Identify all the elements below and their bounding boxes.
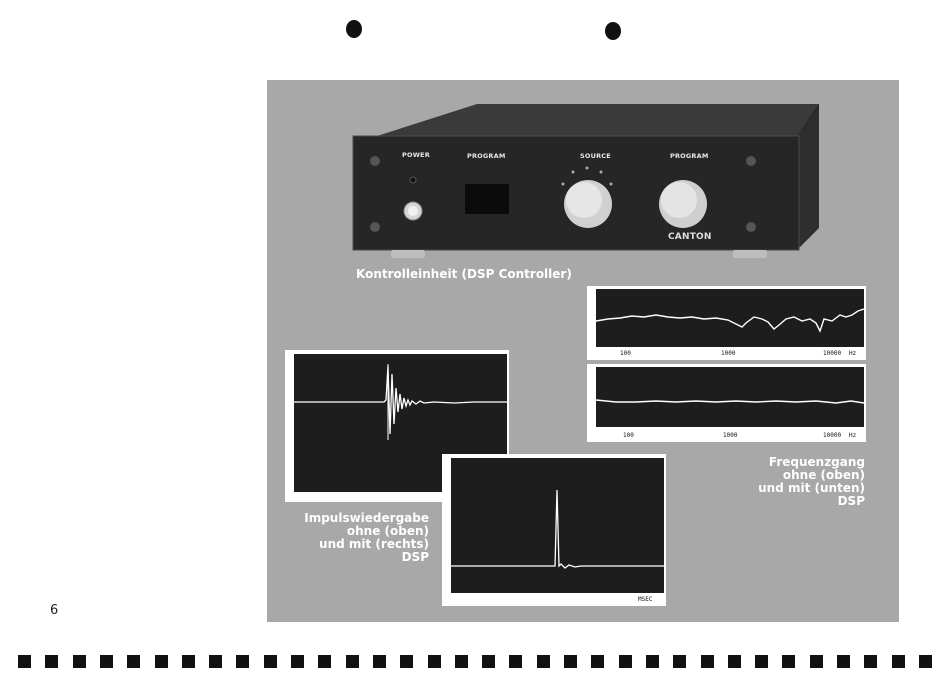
photo-panel: POWER PROGRAM SOURCE PROGRAM CANTON Kont… (267, 80, 899, 622)
freq-tick-10000: 10000 (823, 432, 842, 439)
binding-hole (809, 655, 823, 668)
binding-hole (45, 655, 59, 668)
binding-hole (345, 655, 359, 668)
binding-hole (18, 655, 31, 668)
impulse-caption-line: ohne (oben) (346, 524, 429, 538)
binding-hole (263, 655, 277, 668)
freq-tick-1000: 1000 (723, 432, 738, 439)
freq-tick-unit: Hz (849, 350, 857, 357)
impulse-caption-line: und mit (rechts) (319, 537, 429, 551)
binding-hole (72, 655, 86, 668)
freq-screen-top (595, 289, 865, 347)
binding-hole (564, 655, 577, 668)
impulse-scope-with-dsp: MSEC (442, 454, 666, 606)
source-label: SOURCE (580, 152, 611, 160)
binding-hole (891, 655, 905, 668)
binding-hole (782, 655, 796, 668)
binding-hole (318, 655, 332, 668)
page-number: 6 (50, 603, 59, 618)
device-caption: Kontrolleinheit (DSP Controller) (356, 267, 572, 281)
program-label-left: PROGRAM (467, 152, 506, 160)
binding-hole (454, 655, 468, 668)
binding-hole (209, 655, 223, 668)
binding-hole (99, 655, 113, 668)
freq-tick-100: 100 (623, 432, 634, 439)
freq-caption-line: Frequenzgang (768, 455, 865, 469)
binding-hole (400, 655, 414, 668)
freq-caption: Frequenzgang ohne (oben) und mit (unten)… (707, 456, 865, 508)
punch-hole (346, 20, 362, 38)
binding-hole (591, 655, 605, 668)
binding-hole (291, 655, 304, 668)
binding-hole (236, 655, 250, 668)
freq-tick-1000: 1000 (721, 350, 736, 357)
binding-hole (727, 655, 741, 668)
dsp-controller-photo (352, 104, 819, 258)
punch-hole (605, 22, 621, 40)
impulse-caption: Impulswiedergabe ohne (oben) und mit (re… (287, 512, 429, 564)
binding-hole (918, 655, 932, 668)
binding-hole (154, 655, 168, 668)
freq-tick-unit: Hz (849, 432, 857, 439)
binding-hole (755, 655, 769, 668)
binding-hole (837, 655, 850, 668)
freq-caption-line: ohne (oben) (782, 468, 865, 482)
binding-hole (864, 655, 878, 668)
binding-hole (372, 655, 386, 668)
freq-scope-with-dsp: 100 1000 10000 Hz (587, 364, 866, 442)
binding-hole (509, 655, 523, 668)
binding-hole (618, 655, 632, 668)
freq-tick-100: 100 (620, 350, 631, 357)
power-label: POWER (402, 151, 430, 159)
freq-tick-10000: 10000 (823, 350, 842, 357)
freq-caption-line: DSP (837, 494, 865, 508)
binding-hole (645, 655, 659, 668)
program-label-right: PROGRAM (670, 152, 709, 160)
impulse-screen-right (451, 458, 664, 593)
freq-caption-line: und mit (unten) (758, 481, 865, 495)
freq-screen-bottom (595, 367, 865, 427)
binding-hole (127, 655, 141, 668)
brand-logo: CANTON (668, 232, 712, 242)
msec-label: MSEC (638, 596, 653, 603)
binding-hole (427, 655, 441, 668)
impulse-caption-line: Impulswiedergabe (304, 511, 429, 525)
impulse-caption-line: DSP (401, 550, 429, 564)
binding-hole (536, 655, 550, 668)
binding-hole (482, 655, 496, 668)
freq-scope-without-dsp: 100 1000 10000 Hz (587, 286, 866, 360)
binding-hole (181, 655, 195, 668)
binding-hole (673, 655, 687, 668)
binding-hole (700, 655, 714, 668)
